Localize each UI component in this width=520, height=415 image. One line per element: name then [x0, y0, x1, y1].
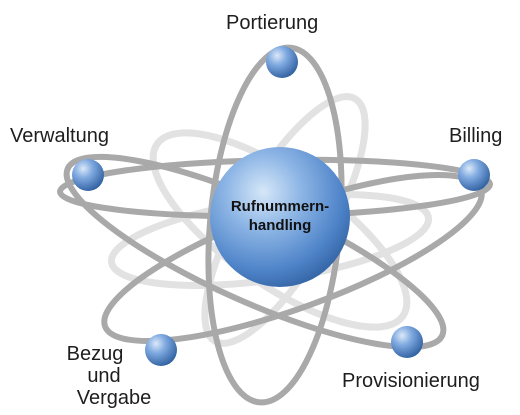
label-bezug-line2: und [87, 365, 121, 387]
center-label: Rufnummern- handling [215, 197, 345, 235]
label-billing: Billing [449, 125, 503, 147]
label-bezug-line1: Bezug [66, 343, 124, 365]
center-label-line2: handling [248, 217, 312, 234]
center-sphere [210, 147, 350, 287]
node-verwaltung-sphere [72, 159, 104, 191]
node-billing-sphere [458, 159, 490, 191]
label-provisionierung: Provisionierung [342, 370, 480, 392]
label-bezug-line3: Vergabe [76, 387, 152, 409]
center-label-line1: Rufnummern- [230, 198, 330, 215]
node-portierung-sphere [266, 46, 298, 78]
label-verwaltung: Verwaltung [10, 125, 109, 147]
node-bezug-sphere [145, 334, 177, 366]
label-portierung: Portierung [226, 12, 319, 34]
label-bezug-und-vergabe: Bezug und Vergabe [60, 343, 160, 409]
node-provisionierung-sphere [391, 326, 423, 358]
